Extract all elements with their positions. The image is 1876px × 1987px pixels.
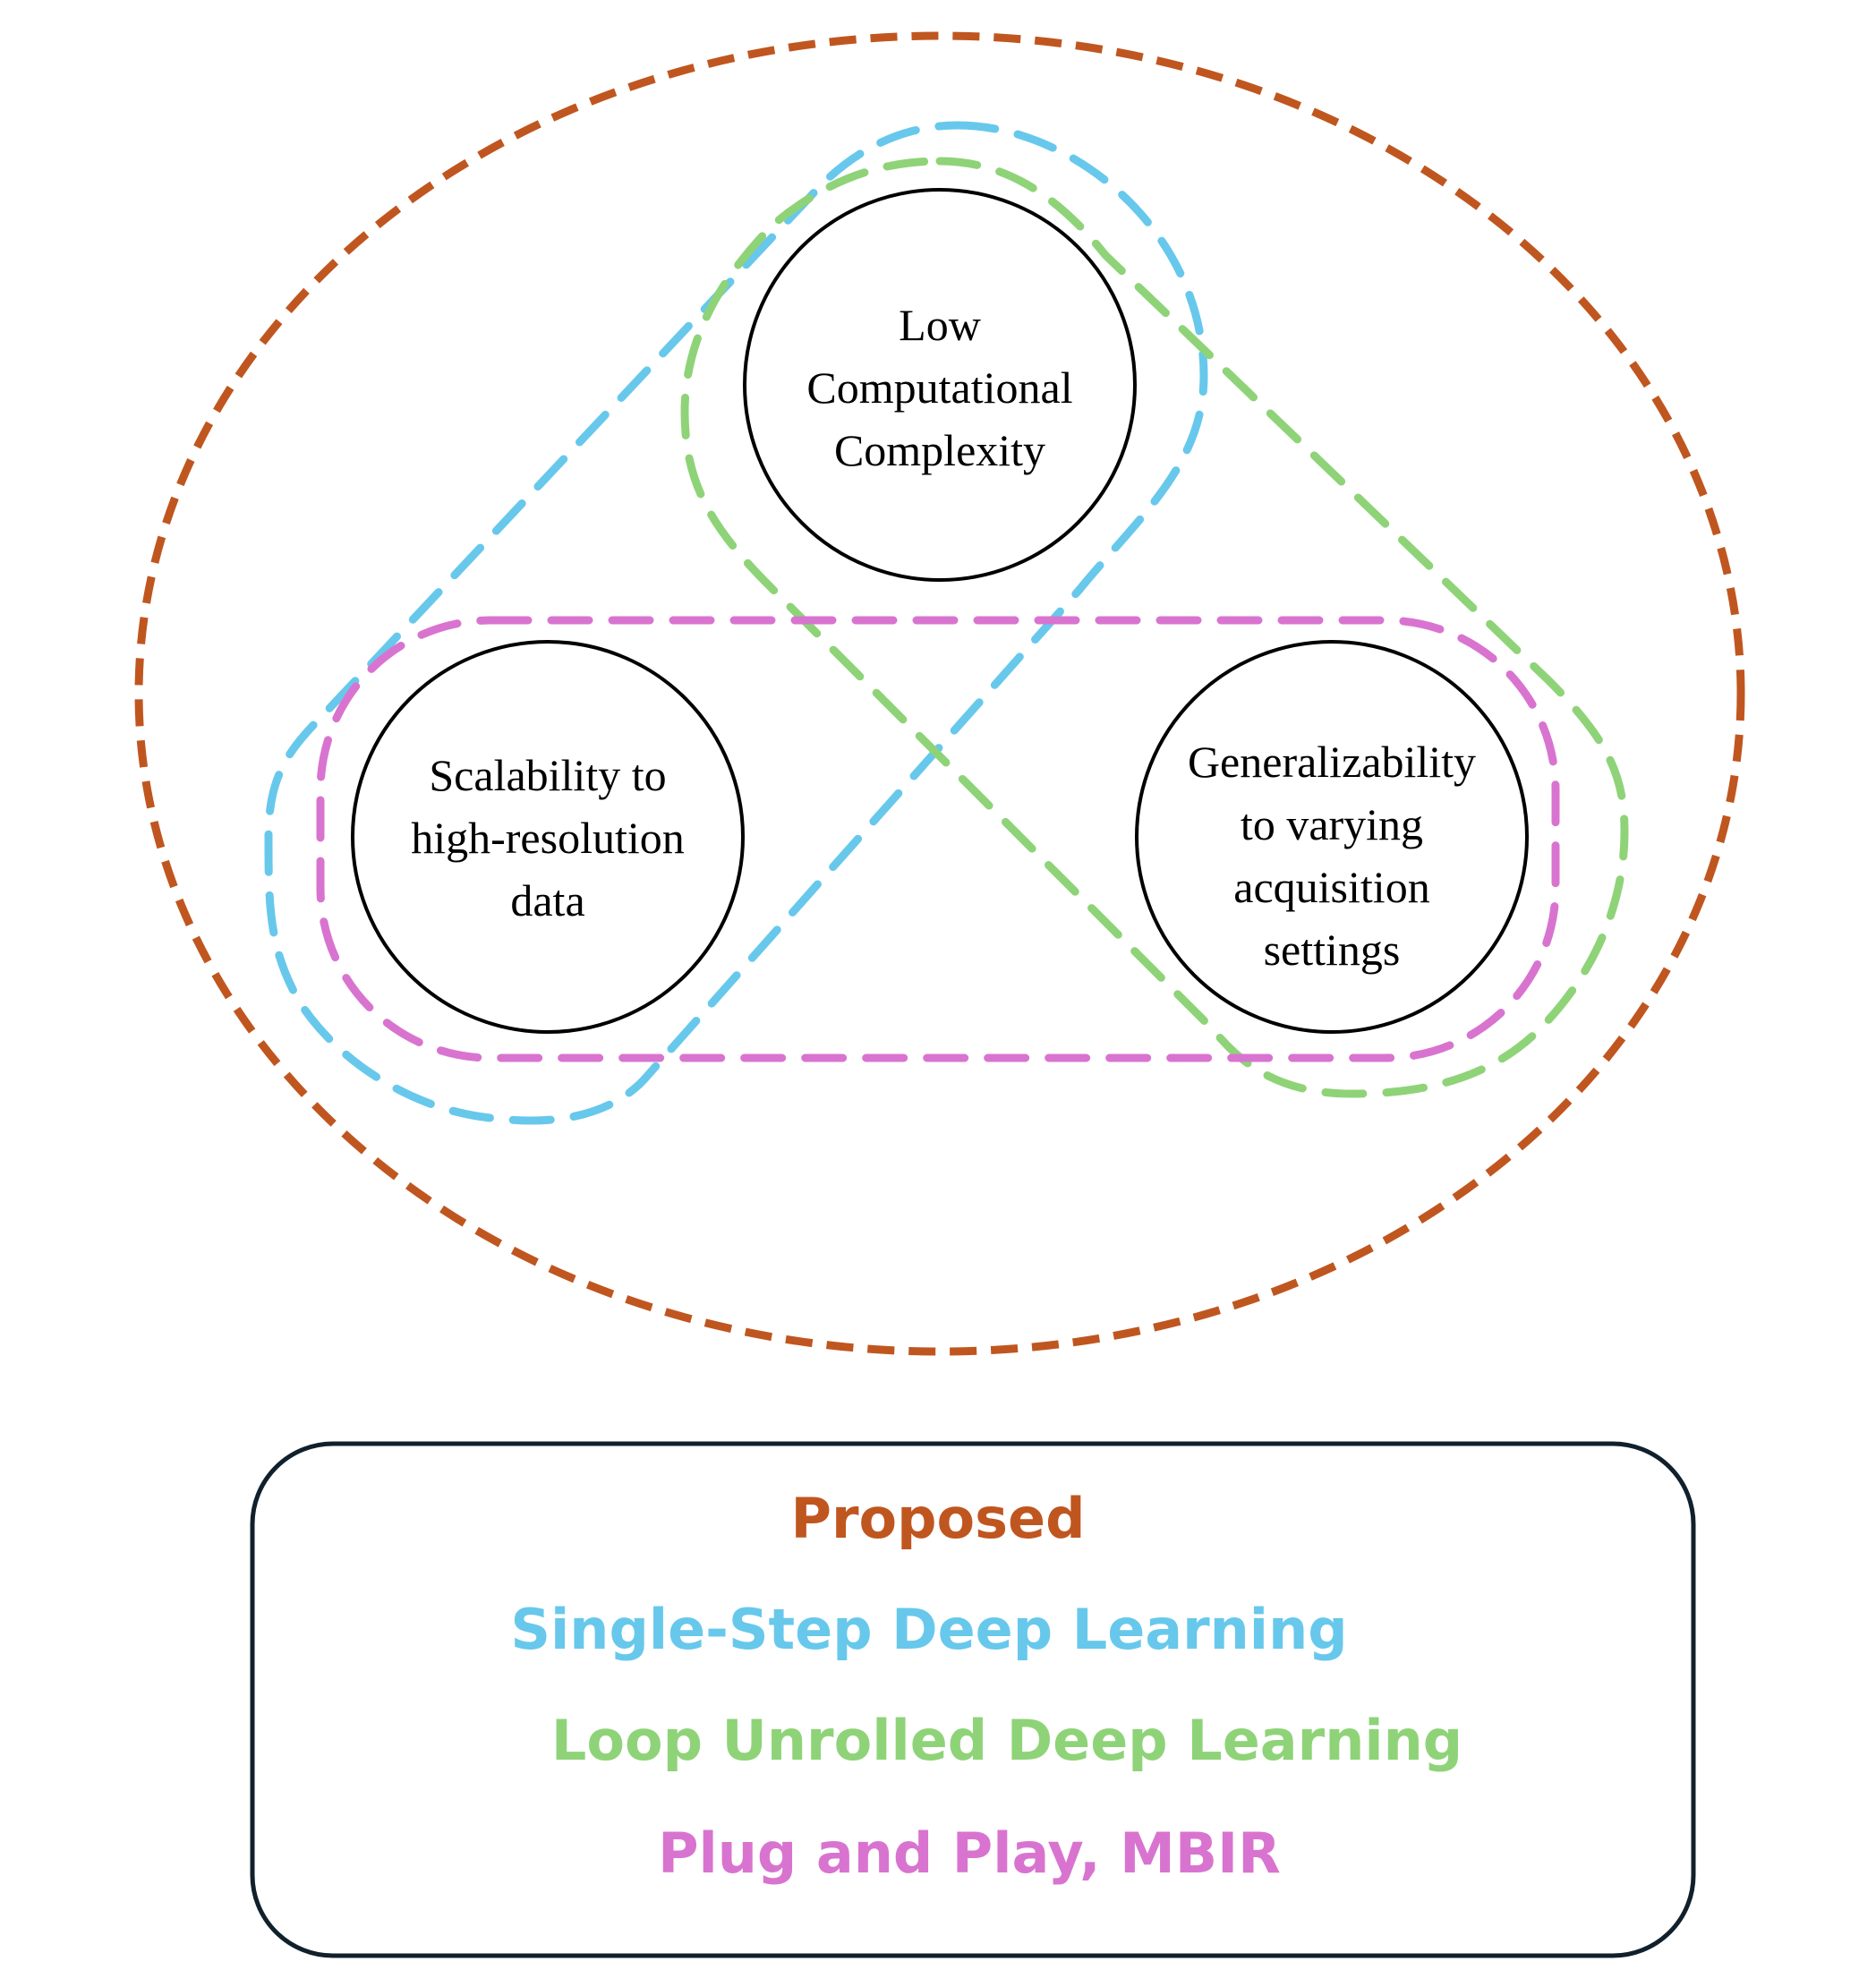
circle-label-line: settings [1264, 925, 1401, 975]
legend-single-step: Single-Step Deep Learning [510, 1597, 1347, 1662]
circle-label-line: data [510, 875, 584, 925]
proposed-boundary [134, 31, 1745, 1356]
circle-label-line: to varying [1241, 799, 1423, 849]
circle-label-line: Complexity [834, 425, 1045, 475]
circle-label-line: Low [899, 300, 981, 350]
circle-scalability: Scalability to high-resolution data [351, 640, 745, 1034]
single-step-boundary [264, 121, 1208, 1125]
legend-plug-and-play: Plug and Play, MBIR [658, 1821, 1281, 1886]
loop-unrolled-boundary [680, 157, 1629, 1098]
circle-low-computational-complexity: Low Computational Complexity [743, 188, 1137, 582]
legend-loop-unrolled: Loop Unrolled Deep Learning [551, 1708, 1462, 1773]
circle-label-line: Scalability to [429, 750, 666, 800]
circle-label-line: Generalizability [1188, 737, 1476, 787]
legend-box [250, 1441, 1696, 1958]
circle-generalizability: Generalizability to varying acquisition … [1135, 640, 1529, 1034]
legend: Proposed Single-Step Deep Learning Loop … [250, 1441, 1696, 1958]
plug-and-play-boundary [316, 616, 1560, 1062]
legend-proposed: Proposed [791, 1486, 1086, 1551]
circle-label-line: acquisition [1233, 862, 1429, 912]
circle-label-line: Computational [806, 362, 1072, 413]
circle-label-line: high-resolution [411, 813, 685, 863]
